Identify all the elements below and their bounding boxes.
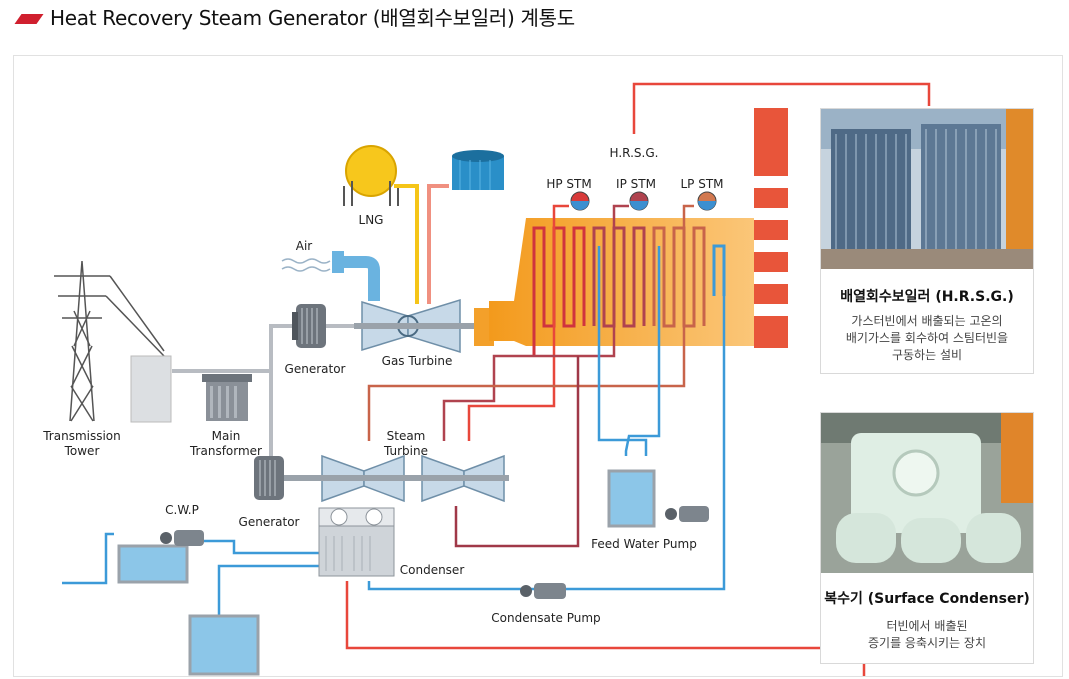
label-steam-turbine-1: Steam [387,429,426,443]
label-hp-stm: HP STM [546,177,591,191]
generator-top-icon [292,304,326,348]
steam-drums [570,191,717,211]
label-main-transformer-2: Transformer [189,444,262,458]
label-generator-bottom: Generator [239,515,300,529]
exhaust-stack [754,108,788,348]
hrsg-card-title: 배열회수보일러 (H.R.S.G.) [840,289,1014,305]
label-transmission-2: Tower [64,444,100,458]
hp-steam-line [467,204,569,441]
label-feed-water-pump: Feed Water Pump [591,537,697,551]
fuel-line-pink [427,184,449,304]
page-title: Heat Recovery Steam Generator (배열회수보일러) … [50,5,575,30]
condenser-info-card: 복수기 (Surface Condenser) 터빈에서 배출된 증기를 응축시… [820,412,1034,664]
hrsg-info-card: 배열회수보일러 (H.R.S.G.) 가스터빈에서 배출되는 고온의 배기가스를… [820,108,1034,374]
hrsg-photo [821,109,1033,269]
title-accent-mark [14,14,44,24]
main-transformer-icon [202,374,252,421]
condensate-pump-icon [520,583,566,599]
condenser-card-desc-1: 터빈에서 배출된 [886,619,968,633]
condenser-card-desc-2: 증기를 응축시키는 장치 [867,636,987,650]
label-air: Air [296,239,313,253]
condenser-return-line [345,581,834,650]
label-steam-turbine-2: Turbine [383,444,428,458]
hrsg-card-desc-1: 가스터빈에서 배출되는 고온의 [851,314,1003,328]
generator-bottom-icon [254,456,284,500]
label-main-transformer-1: Main [212,429,241,443]
condenser-icon [318,507,395,577]
label-condensate-pump: Condensate Pump [491,611,600,625]
lng-tank-icon [343,145,399,206]
feed-water-pump-icon [665,506,709,522]
gas-turbine-icon [354,298,474,354]
label-hrsg: H.R.S.G. [610,146,659,160]
substation-building [130,355,172,423]
label-lng: LNG [359,213,384,227]
page-header: Heat Recovery Steam Generator (배열회수보일러) … [14,0,575,32]
hrsg-system-diagram: H.R.S.G. HP STM IP STM LP STM LNG Air Ge… [42,82,931,676]
fuel-line [394,184,419,304]
air-inlet-icon [281,251,380,301]
cooling-water-tank [117,544,189,584]
transmission-tower-icon [54,260,165,422]
label-generator-top: Generator [285,362,346,376]
condenser-photo [821,413,1033,573]
label-transmission-1: Transmission [42,429,121,443]
label-cwp: C.W.P [165,503,199,517]
hrsg-card-desc-3: 구동하는 설비 [891,348,963,362]
lower-water-tank [188,614,260,676]
ip-steam-line [442,204,629,441]
label-ip-stm: IP STM [616,177,656,191]
hrsg-card-desc-2: 배기가스를 회수하여 스팀터빈을 [845,331,1009,345]
label-lp-stm: LP STM [680,177,723,191]
label-condenser: Condenser [400,563,465,577]
feed-water-tank [607,469,656,528]
label-gas-turbine: Gas Turbine [382,354,453,368]
diagram-panel: H.R.S.G. HP STM IP STM LP STM LNG Air Ge… [13,55,1063,677]
turbine-exhaust-line [454,356,580,548]
storage-tank-icon [452,150,504,190]
cwp-pump-icon [160,530,204,546]
condenser-card-title: 복수기 (Surface Condenser) [824,591,1030,607]
steam-turbine-icon [284,454,509,503]
lp-steam-line [367,204,694,441]
